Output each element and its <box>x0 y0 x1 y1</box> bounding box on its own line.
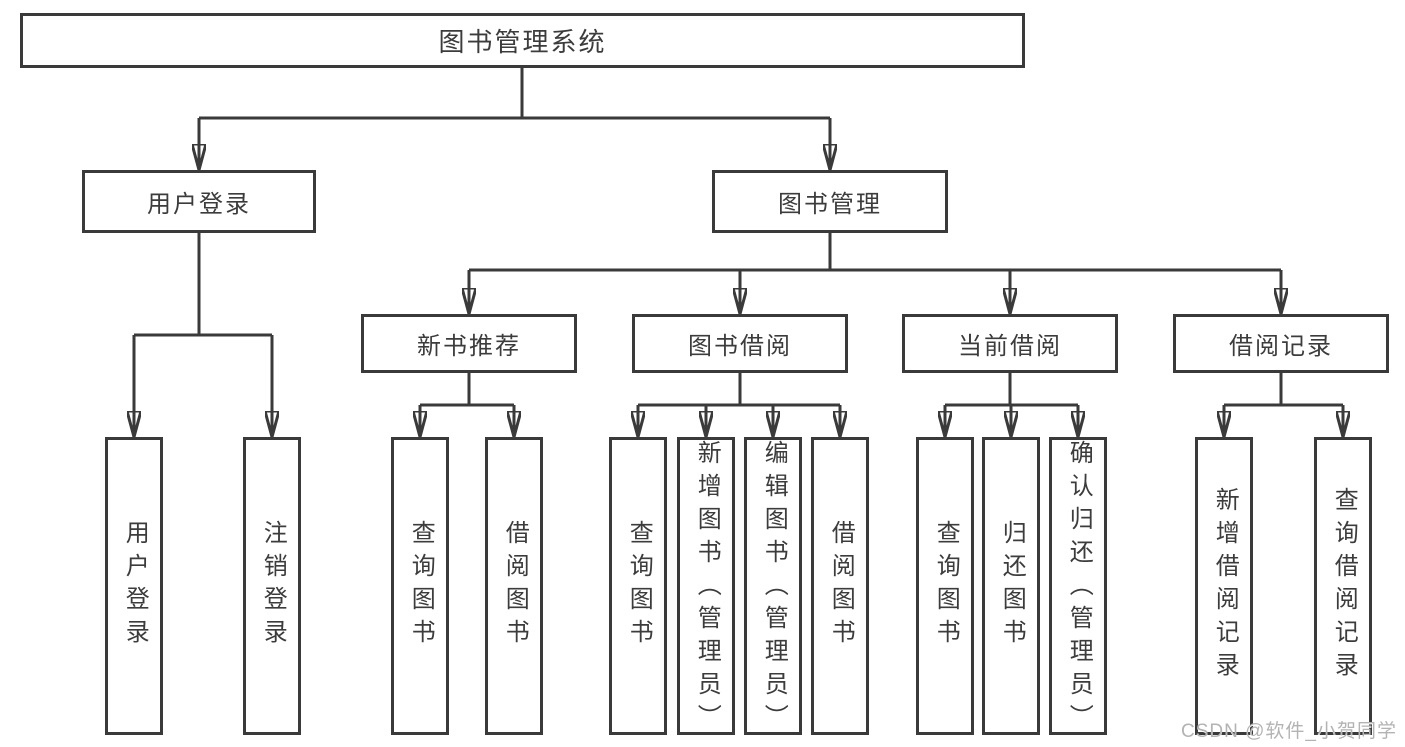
node-borrow-books-recommend: 借阅图书 <box>485 437 543 735</box>
node-label: 查询图书 <box>625 520 653 652</box>
node-library-management-system: 图书管理系统 <box>20 13 1025 68</box>
node-user-login-leaf: 用户登录 <box>105 437 163 735</box>
node-query-borrow-record: 查询借阅记录 <box>1314 437 1372 735</box>
node-label: 查询图书 <box>407 520 435 652</box>
csdn-watermark: CSDN @软件_小贺同学 <box>1181 721 1397 742</box>
connector-current-trunk <box>945 372 1078 407</box>
node-label: 归还图书 <box>998 520 1026 652</box>
node-borrow-books-leaf: 借阅图书 <box>811 437 869 735</box>
connector-borrow-trunk <box>638 372 840 407</box>
node-query-books-recommend: 查询图书 <box>391 437 449 735</box>
node-borrowing-records: 借阅记录 <box>1173 314 1389 373</box>
node-label: 借阅图书 <box>501 520 529 652</box>
node-label: 借阅图书 <box>827 520 855 652</box>
node-return-book: 归还图书 <box>982 437 1040 735</box>
node-book-borrowing: 图书借阅 <box>632 314 848 373</box>
node-label: 新增借阅记录 <box>1211 487 1239 685</box>
connector-root-trunk <box>199 68 830 120</box>
node-label: 查询图书 <box>932 520 960 652</box>
node-label: 借阅记录 <box>1229 333 1333 360</box>
node-label: 新书推荐 <box>417 333 521 360</box>
node-query-books-borrow: 查询图书 <box>609 437 667 735</box>
node-book-management: 图书管理 <box>712 170 948 233</box>
node-add-book-admin: 新增图书（管理员） <box>677 437 735 737</box>
node-label: 用户登录 <box>121 520 149 652</box>
node-label: 用户登录 <box>147 191 251 218</box>
node-new-book-recommend: 新书推荐 <box>361 314 577 373</box>
connector-mgmt-trunk <box>469 233 1281 272</box>
node-label: 注销登录 <box>259 520 287 652</box>
node-confirm-return-admin: 确认归还（管理员） <box>1049 437 1107 737</box>
node-add-borrow-record: 新增借阅记录 <box>1195 437 1253 735</box>
node-label: 确认归还（管理员） <box>1065 440 1093 737</box>
node-query-books-current: 查询图书 <box>916 437 974 735</box>
node-label: 图书管理 <box>778 191 882 218</box>
node-label: 编辑图书（管理员） <box>760 440 788 737</box>
connector-recommend-trunk <box>420 372 514 407</box>
node-logout: 注销登录 <box>243 437 301 735</box>
connector-records-trunk <box>1224 372 1343 407</box>
node-label: 当前借阅 <box>958 333 1062 360</box>
node-label: 查询借阅记录 <box>1330 487 1358 685</box>
node-label: 图书借阅 <box>688 333 792 360</box>
node-user-login: 用户登录 <box>82 170 316 233</box>
connector-login-trunk <box>134 233 272 337</box>
node-label: 图书管理系统 <box>438 27 607 57</box>
node-edit-book-admin: 编辑图书（管理员） <box>744 437 802 737</box>
node-label: 新增图书（管理员） <box>693 440 721 737</box>
node-current-borrowing: 当前借阅 <box>902 314 1118 373</box>
